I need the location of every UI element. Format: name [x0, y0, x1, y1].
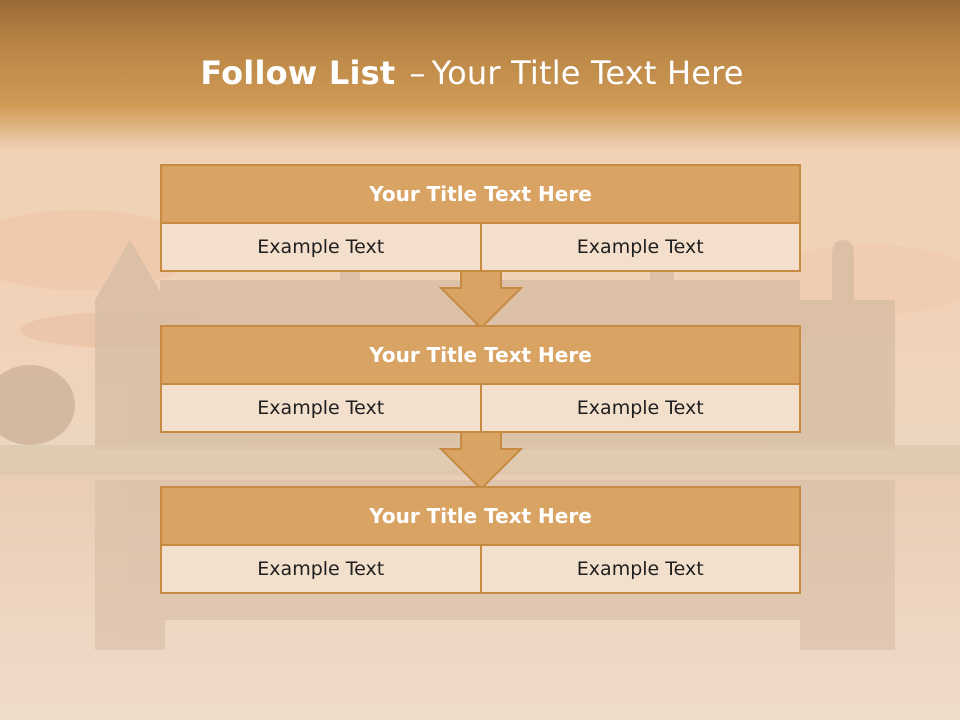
title-strong: Follow List — [200, 54, 396, 92]
title-rest: Your Title Text Here — [431, 54, 744, 92]
block-row: Example Text Example Text — [162, 385, 799, 431]
block-cell: Example Text — [162, 224, 480, 270]
block-row: Example Text Example Text — [162, 224, 799, 270]
block-cell: Example Text — [162, 546, 480, 592]
block-row: Example Text Example Text — [162, 546, 799, 592]
down-arrow-icon — [439, 431, 523, 491]
slide-title: Follow List–Your Title Text Here — [0, 54, 944, 92]
down-arrow-icon — [439, 270, 523, 330]
block-title: Your Title Text Here — [162, 488, 799, 546]
header-band — [0, 0, 960, 150]
block-cell: Example Text — [479, 546, 799, 592]
list-block: Your Title Text Here Example Text Exampl… — [160, 164, 801, 272]
block-title: Your Title Text Here — [162, 166, 799, 224]
list-block: Your Title Text Here Example Text Exampl… — [160, 325, 801, 433]
block-cell: Example Text — [479, 224, 799, 270]
title-separator: – — [409, 54, 426, 92]
block-cell: Example Text — [162, 385, 480, 431]
block-cell: Example Text — [479, 385, 799, 431]
block-title: Your Title Text Here — [162, 327, 799, 385]
list-block: Your Title Text Here Example Text Exampl… — [160, 486, 801, 594]
